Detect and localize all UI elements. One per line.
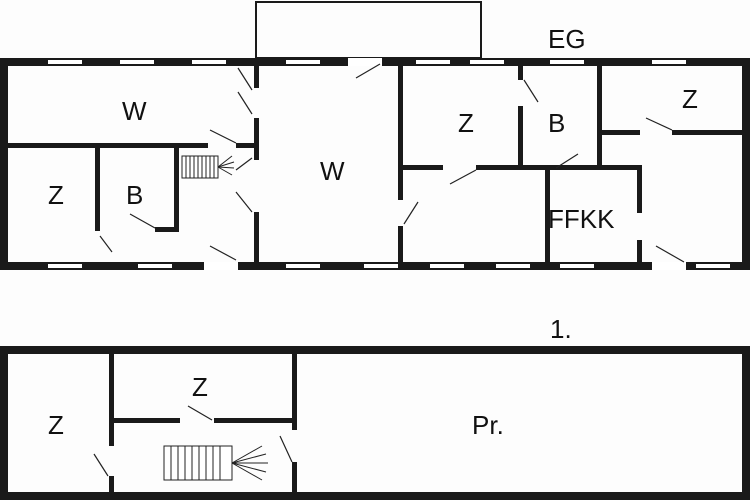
door-swing [129,213,156,229]
interior-wall [403,165,443,170]
room-label: Z [48,410,64,440]
door-swing [209,129,237,144]
window [364,264,398,268]
porch-outline [255,1,482,59]
room-label: Z [192,372,208,402]
interior-wall [109,476,114,492]
window [496,264,530,268]
window [120,60,154,64]
outer-wall-right [742,346,750,500]
interior-wall [292,462,297,492]
outer-wall-right [742,58,750,270]
window [192,60,226,64]
room-label: Pr. [472,410,504,440]
door-swing [523,79,539,103]
door-swing [355,63,381,79]
interior-wall [602,130,640,135]
interior-wall [155,227,179,232]
window [550,60,584,64]
door-swing [449,169,477,185]
interior-wall [518,106,523,170]
room-label: W [320,156,345,186]
interior-wall [672,130,742,135]
window [138,264,172,268]
outer-wall-top [0,346,750,354]
interior-wall [114,418,180,423]
interior-wall [545,165,550,262]
floor-label: 1. [550,314,572,344]
door-swing [237,91,253,115]
interior-wall [174,143,179,231]
door-swing [279,435,293,463]
interior-wall [254,118,259,160]
interior-wall [398,226,403,262]
interior-wall [597,66,602,170]
room-label: W [122,96,147,126]
interior-wall [254,66,259,88]
door-opening [204,262,238,270]
window [286,60,320,64]
window [696,264,730,268]
window [560,264,594,268]
window [430,264,464,268]
interior-wall [8,143,208,148]
room-label: FFKK [548,204,615,234]
door-swing [655,245,685,263]
outer-wall-bottom [0,492,750,500]
door-swing [187,405,213,421]
door-opening [652,262,686,270]
staircase [163,445,268,481]
interior-wall [214,418,292,423]
window [48,60,82,64]
floor-label: EG [548,24,586,54]
window [48,264,82,268]
interior-wall [637,165,642,213]
window [286,264,320,268]
window [652,60,686,64]
door-swing [235,191,253,213]
room-label: Z [458,108,474,138]
interior-wall [476,165,642,170]
door-swing [235,157,253,171]
room-label: Z [48,180,64,210]
interior-wall [254,212,259,262]
window [470,60,504,64]
interior-wall [518,66,523,80]
door-swing [99,235,113,253]
upper-floor-plan: 1. [0,314,750,500]
door-swing [209,245,237,261]
interior-wall [95,143,100,231]
outer-wall-left [0,346,8,500]
door-swing [555,153,579,169]
door-swing [93,453,109,477]
interior-wall [109,354,114,446]
window [416,60,450,64]
door-swing [237,67,253,91]
outer-wall-left [0,58,8,270]
interior-wall [398,66,403,200]
interior-wall [637,240,642,262]
interior-wall [292,354,297,430]
door-opening [348,58,382,66]
room-label: B [548,108,565,138]
room-label: Z [682,84,698,114]
door-swing [403,201,419,225]
room-label: B [126,180,143,210]
interior-wall [236,143,256,148]
door-swing [645,117,673,131]
ground-floor-plan: W Z B W Z B Z FFKK EG [0,1,750,270]
staircase [181,155,235,179]
